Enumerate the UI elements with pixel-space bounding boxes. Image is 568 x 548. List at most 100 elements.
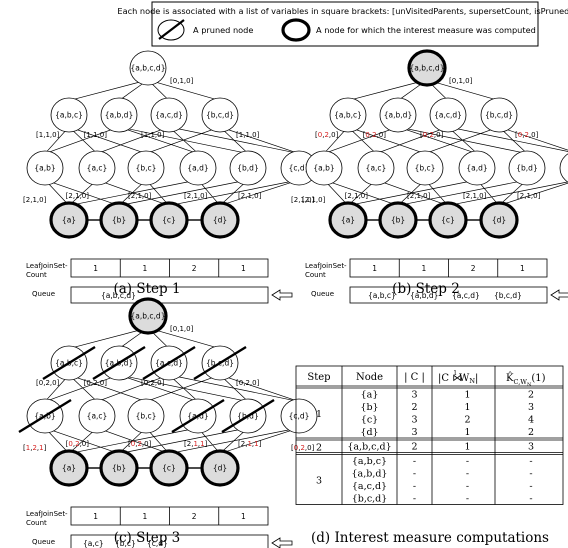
node-l1-1: [378, 201, 418, 239]
node-l2-2-label: {b,c}: [136, 164, 157, 173]
caption-table: (d) Interest measure computations: [311, 530, 549, 546]
table-join: 1: [464, 402, 470, 413]
tag-l2-5: [0,2,0]: [291, 444, 315, 452]
tag-l2-3: [2,1,0]: [463, 192, 487, 200]
node-l1-0-label: {a}: [62, 216, 76, 225]
table-join: 2: [464, 415, 470, 426]
queue-item-1: {a,b,d}: [410, 291, 438, 300]
node-l1-3-label: {d}: [213, 464, 227, 473]
queue-label: Queue: [32, 538, 55, 546]
tag-l2-1: [2,1,0]: [66, 192, 90, 200]
node-l1-0-label: {a}: [341, 216, 355, 225]
tag-l3-3: [1,1,0]: [236, 131, 260, 139]
table-node: {a}: [361, 390, 379, 401]
node-l3-0: [50, 97, 88, 133]
leaf-label-1: LeafJoinSet-: [305, 262, 347, 270]
node-l1-2: [428, 201, 468, 239]
pruned-stroke: [221, 398, 275, 434]
node-l1-3-label: {d}: [492, 216, 506, 225]
node-l1-0: [328, 201, 368, 239]
node-l3-3-label: {b,c,d}: [206, 111, 234, 120]
node-l2-5-label: {c,d}: [289, 164, 310, 173]
node-l1-2-label: {c}: [441, 216, 455, 225]
legend-pruned-stroke: [158, 19, 185, 40]
tag-l3-0: [1,1,0]: [36, 131, 60, 139]
legend-computed-node: [281, 18, 311, 42]
lattice-edge: [347, 179, 478, 206]
leaf-count-0: 1: [372, 264, 377, 273]
pruned-stroke: [142, 345, 196, 381]
lattice-edge: [96, 126, 170, 154]
node-l2-1: [78, 150, 116, 186]
node-l2-3: [179, 150, 217, 186]
leaf-count-0: 1: [93, 264, 98, 273]
node-l1-1: [99, 201, 139, 239]
table-node: {a,b,c}: [352, 456, 387, 467]
node-l1-1-label: {b}: [391, 216, 405, 225]
table-node: {a,c,d}: [352, 481, 387, 492]
table-join: 1: [464, 442, 470, 453]
node-l2-5: [559, 153, 568, 183]
lattice-edge: [147, 79, 221, 101]
node-l3-3: [201, 97, 239, 133]
node-l2-4: [508, 150, 546, 186]
table-count: 3: [411, 427, 417, 438]
table-count: 3: [411, 390, 417, 401]
tag-l2-2: [0,2,0]: [128, 440, 152, 448]
table-node: {a,b,c,d}: [347, 442, 391, 453]
node-l2-1-label: {a,c}: [87, 412, 108, 421]
node-l1-1-label: {b}: [112, 216, 126, 225]
node-top: [407, 49, 447, 87]
lattice-edge: [145, 374, 221, 402]
lattice-edge: [397, 126, 478, 154]
tag-l2-2: [2,1,0]: [128, 192, 152, 200]
lattice-edge: [168, 427, 300, 454]
lattice-edge: [118, 179, 249, 206]
tag-l3-1: [0,2,0]: [363, 131, 387, 139]
tag-l2-4: [2,1,1]: [238, 440, 262, 448]
node-l1-3: [200, 449, 240, 487]
lattice-edge: [219, 427, 300, 454]
node-l3-3: [480, 97, 518, 133]
lattice-edge: [118, 374, 199, 402]
node-l3-1-label: {a,b,d}: [384, 111, 412, 120]
table-node: {b}: [360, 402, 378, 413]
node-l3-0-label: {a,b,c}: [334, 111, 362, 120]
node-l2-1: [78, 398, 116, 434]
lattice-edge: [68, 126, 147, 154]
node-l1-3-label: {d}: [213, 216, 227, 225]
node-l2-3: [458, 150, 496, 186]
table-step: 2: [316, 442, 322, 453]
caption-step1: (a) Step 1: [113, 281, 180, 297]
table-join: 1: [464, 427, 470, 438]
node-l3-2-label: {a,c,d}: [155, 111, 183, 120]
queue-arrow-icon: [271, 289, 293, 301]
tag-l2-1: [2,1,0]: [345, 192, 369, 200]
lattice-edge: [347, 79, 428, 101]
lattice-edge: [96, 374, 170, 402]
node-l2-2-label: {b,c}: [136, 412, 157, 421]
node-l1-2: [149, 201, 189, 239]
node-l2-4-label: {b,d}: [516, 164, 537, 173]
table-count: -: [413, 469, 416, 480]
node-l2-0: [305, 150, 343, 186]
lattice-edge: [44, 374, 120, 402]
queue-item-0: {a,b,c,d}: [101, 291, 136, 300]
leaf-count-3: 1: [241, 264, 246, 273]
table-k: 2: [528, 390, 534, 401]
node-l1-1: [99, 449, 139, 487]
node-l2-2: [127, 150, 165, 186]
tag-l2-5: [2,1,0]: [291, 196, 315, 204]
tag-l2-4: [2,1,0]: [517, 192, 541, 200]
node-l3-2: [150, 97, 188, 133]
lattice-edge: [68, 79, 149, 101]
table-k: 3: [528, 402, 534, 413]
table-k: -: [529, 494, 532, 505]
leaf-label-2: Count: [26, 271, 47, 279]
node-l3-2: [429, 97, 467, 133]
node-l1-3: [479, 201, 519, 239]
tag-l2-4: [2,1,0]: [238, 192, 262, 200]
table-node: {d}: [360, 427, 378, 438]
node-l2-0: [26, 150, 64, 186]
